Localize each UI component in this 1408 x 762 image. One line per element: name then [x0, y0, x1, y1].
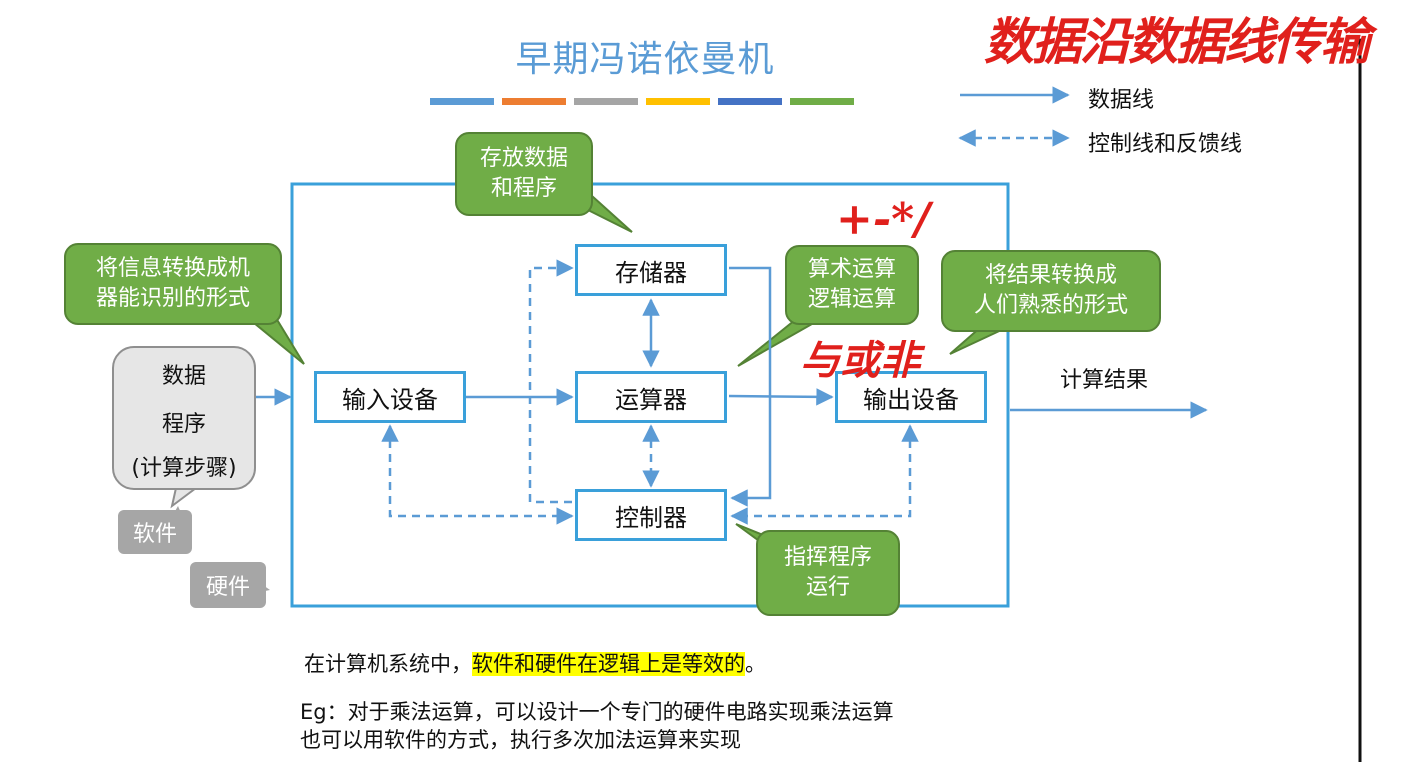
output-callout-line-1: 将结果转换成 [984, 263, 1117, 288]
handwritten-ops: +-*/ [836, 194, 931, 245]
control-line-input-controller [381, 424, 574, 525]
output-device-callout: 将结果转换成 人们熟悉的形式 [941, 250, 1161, 332]
hardware-tag: 硬件 [190, 562, 266, 608]
input-callout-line-1: 将信息转换成机 [95, 256, 250, 281]
alu-callout-line-2: 逻辑运算 [807, 287, 896, 312]
alu-box: 运算器 [575, 371, 727, 423]
legend-control-label: 控制线和反馈线 [1088, 132, 1243, 157]
example-line-2: 也可以用软件的方式，执行多次加法运算来实现 [300, 728, 741, 752]
equivalence-statement: 在计算机系统中，软件和硬件在逻辑上是等效的。 [304, 648, 766, 678]
controller-callout-line-2: 运行 [805, 575, 850, 600]
controller-callout: 指挥程序 运行 [756, 530, 900, 616]
data-line-alu-to-output [728, 388, 834, 406]
software-bubble: 数据 程序 (计算步骤) [112, 346, 256, 490]
handwritten-header: 数据沿数据线传输 [984, 12, 1370, 71]
memory-box: 存储器 [575, 244, 727, 296]
title-color-bar [430, 98, 494, 105]
hardware-frame [290, 182, 1010, 608]
output-device-box: 输出设备 [835, 371, 987, 423]
title-color-bar [502, 98, 566, 105]
output-callout-line-2: 人们熟悉的形式 [973, 293, 1128, 318]
title-color-bar [646, 98, 710, 105]
title-color-bar [718, 98, 782, 105]
example-line-1: Eg：对于乘法运算，可以设计一个专门的硬件电路实现乘法运算 [300, 700, 894, 724]
equivalence-suffix: 。 [745, 652, 766, 676]
equivalence-prefix: 在计算机系统中， [304, 652, 472, 676]
software-line-program: 程序 [161, 412, 206, 437]
result-label: 计算结果 [1060, 368, 1149, 393]
title-color-bar [574, 98, 638, 105]
input-callout-line-2: 器能识别的形式 [95, 286, 250, 311]
software-line-data: 数据 [161, 364, 206, 389]
software-bubble-tail [170, 487, 199, 509]
controller-box: 控制器 [575, 489, 727, 541]
alu-callout-line-1: 算术运算 [807, 257, 896, 282]
handwritten-logic: 与或非 [800, 337, 920, 384]
alu-callout: 算术运算 逻辑运算 [785, 245, 919, 325]
page-title: 早期冯诺依曼机 [515, 39, 775, 80]
store-callout: 存放数据 和程序 [455, 132, 593, 216]
store-callout-line-2: 和程序 [490, 176, 557, 201]
input-device-callout: 将信息转换成机 器能识别的形式 [64, 243, 282, 325]
input-device-box: 输入设备 [314, 371, 466, 423]
title-color-bar [790, 98, 854, 105]
store-callout-line-1: 存放数据 [479, 146, 568, 171]
title-color-bars [430, 98, 854, 105]
software-tag: 软件 [118, 510, 192, 554]
controller-callout-line-1: 指挥程序 [783, 545, 872, 570]
legend-data-label: 数据线 [1088, 88, 1155, 113]
control-line-output-controller [730, 424, 919, 525]
data-line-memory-to-controller [729, 266, 772, 507]
control-lines [381, 259, 919, 525]
control-line-controller-to-memory [528, 259, 574, 504]
software-line-steps: (计算步骤) [131, 456, 237, 481]
equivalence-highlight: 软件和硬件在逻辑上是等效的 [472, 652, 745, 676]
